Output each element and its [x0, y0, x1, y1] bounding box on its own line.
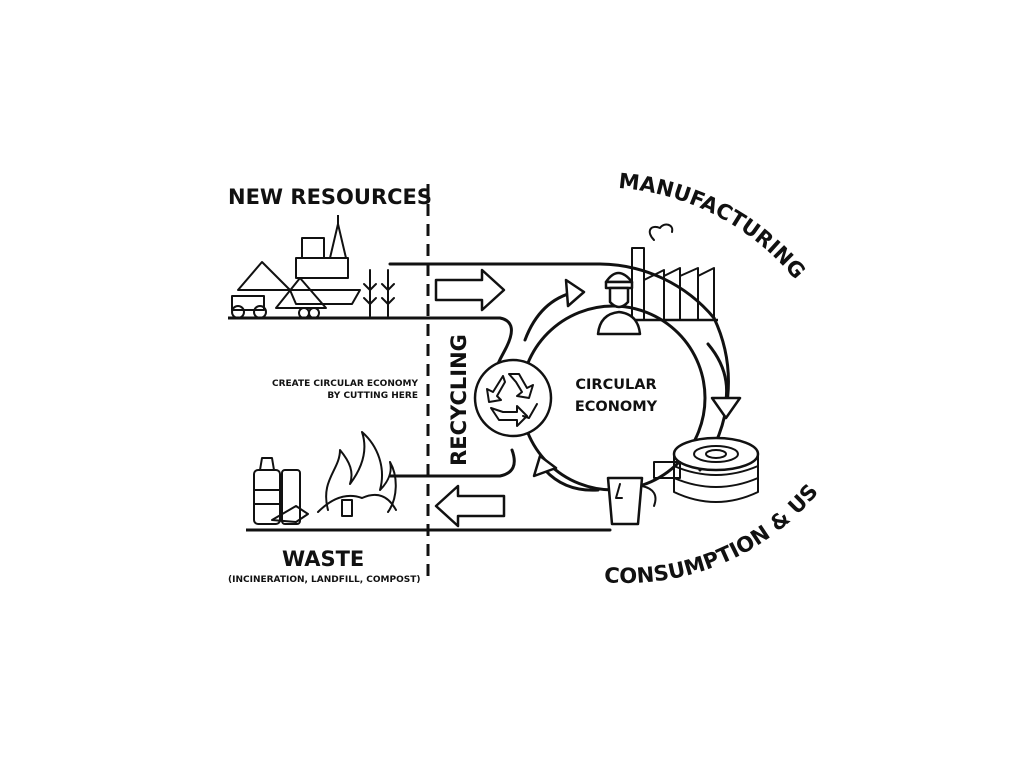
curved-arrow-right-head — [710, 396, 742, 420]
top-channel-outer — [388, 262, 716, 320]
worker-icon — [596, 271, 642, 336]
curved-arrow-bottom-head — [532, 454, 558, 478]
cup-icon — [606, 476, 657, 526]
recycle-icon — [486, 373, 538, 427]
label-center-line1: CIRCULAR — [575, 377, 656, 393]
label-center-line2: ECONOMY — [575, 399, 658, 415]
arrow-left-block — [434, 484, 506, 528]
curved-arrow-right — [706, 342, 729, 402]
label-cut-line1: CREATE CIRCULAR ECONOMY — [272, 379, 418, 389]
curved-arrow-bottom — [543, 468, 600, 492]
arrow-right-block — [434, 268, 506, 312]
label-waste-subtitle: (INCINERATION, LANDFILL, COMPOST) — [228, 575, 420, 585]
label-new-resources: NEW RESOURCES — [228, 185, 432, 209]
label-recycling: RECYCLING — [447, 334, 471, 466]
bottom-channel-inner — [388, 448, 516, 478]
filament-spool-icon — [653, 436, 760, 503]
label-manufacturing: MANUFACTURING — [617, 169, 810, 284]
waste-fire-illustration — [246, 431, 400, 532]
label-cut-line2: BY CUTTING HERE — [327, 391, 418, 401]
recycle-circle — [473, 358, 553, 438]
resources-illustration — [228, 215, 400, 320]
factory-icon — [628, 223, 718, 322]
curved-arrow-top-left-head — [564, 278, 586, 308]
label-waste: WASTE — [282, 547, 364, 571]
